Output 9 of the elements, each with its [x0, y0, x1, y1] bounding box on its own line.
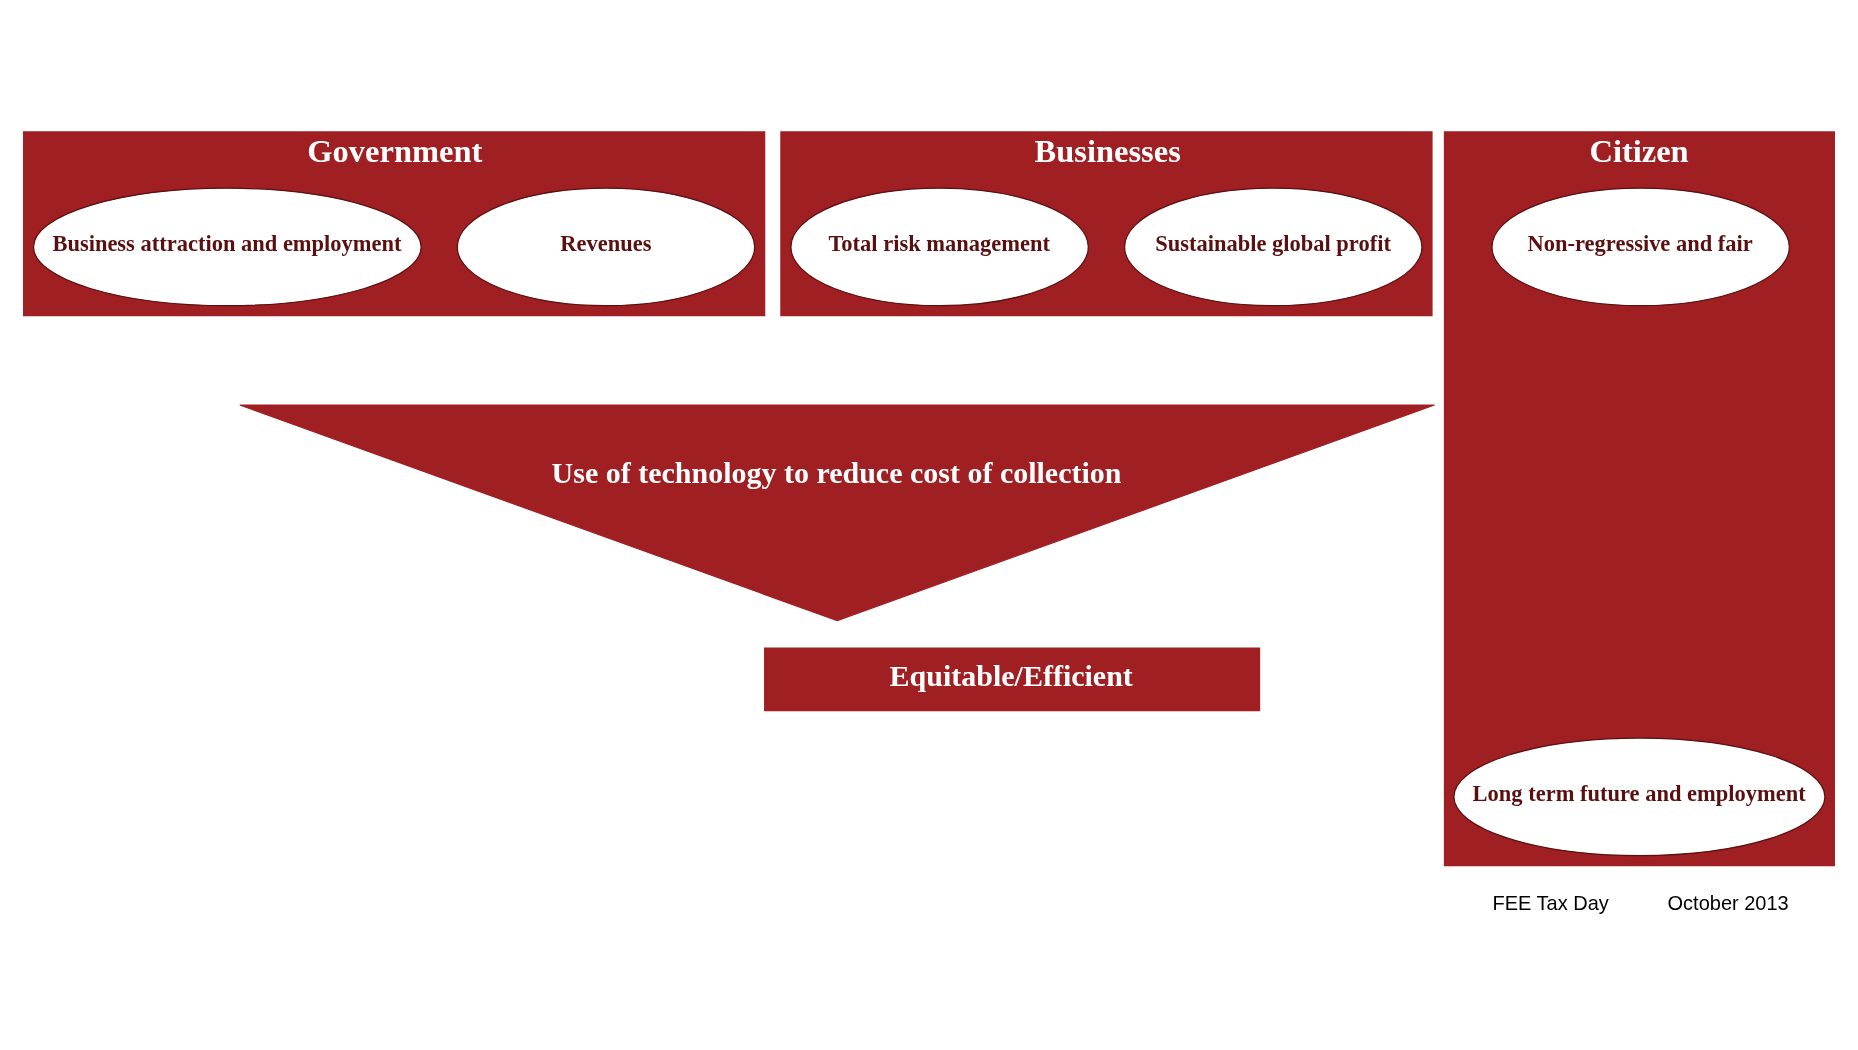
node-box: Equitable/Efficient [764, 647, 1261, 712]
node-ellipse: Non-regressive and fair [1491, 187, 1790, 307]
node-ellipse: Business attraction and employment [32, 187, 422, 307]
node-ellipse: Sustainable global profit [1123, 187, 1423, 307]
node-ellipse: Long term future and employment [1453, 737, 1826, 857]
node-ellipse: Revenues [456, 187, 756, 307]
label: FEE Tax Day [1492, 892, 1609, 915]
label: October 2013 [1667, 892, 1789, 915]
node-ellipse: Total risk management [790, 187, 1089, 307]
